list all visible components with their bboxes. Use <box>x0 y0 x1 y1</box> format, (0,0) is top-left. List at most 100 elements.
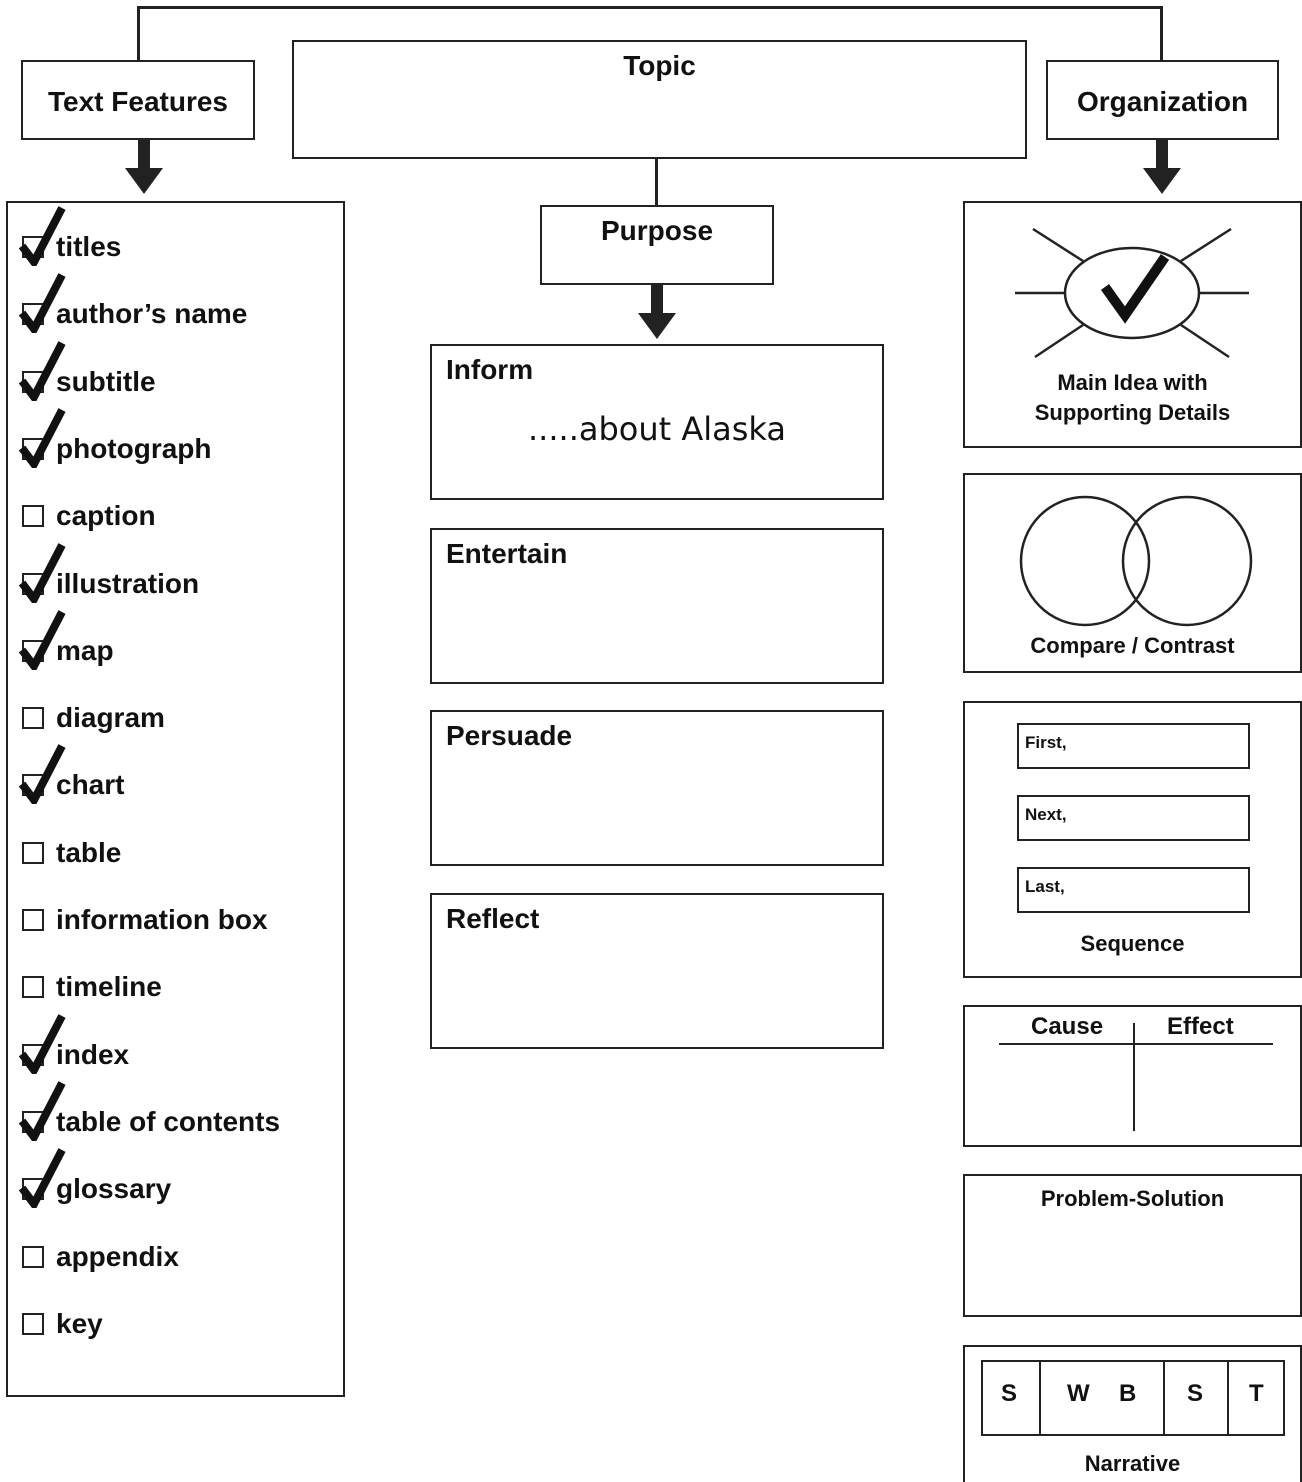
topic-label: Topic <box>623 50 696 81</box>
purpose-title: Purpose <box>600 215 714 246</box>
problem-solution-box: Problem-Solution <box>963 1174 1302 1317</box>
narrative-s2: S <box>1187 1380 1204 1407</box>
entertain-label: Entertain <box>446 538 568 569</box>
feature-item[interactable]: diagram <box>22 698 165 738</box>
checkmark-icon <box>18 1013 66 1074</box>
reflect-label: Reflect <box>446 903 540 934</box>
cause-effect-box: Cause Effect <box>963 1005 1302 1147</box>
checkbox-icon[interactable] <box>22 841 44 864</box>
feature-item[interactable]: table <box>22 833 121 873</box>
feature-item[interactable]: timeline <box>22 967 162 1007</box>
checked-checkbox-icon[interactable] <box>18 1081 66 1141</box>
purpose-arrow-icon <box>638 285 676 339</box>
purpose-reflect-box[interactable]: Reflect <box>430 893 884 1049</box>
checked-checkbox-icon[interactable] <box>18 408 66 468</box>
checkmark-icon <box>18 1148 66 1209</box>
purpose-inform-box[interactable]: Inform .....about Alaska <box>430 344 884 500</box>
problem-solution-label: Problem-Solution <box>1040 1186 1225 1211</box>
narrative-box: S W B S T Narrative <box>963 1345 1302 1482</box>
feature-item[interactable]: photograph <box>18 408 212 469</box>
feature-label: table of contents <box>56 1105 281 1137</box>
checkbox-icon[interactable] <box>22 976 44 999</box>
checked-checkbox-icon[interactable] <box>18 273 66 334</box>
checkmark-icon <box>18 206 66 266</box>
feature-label: timeline <box>56 971 162 1003</box>
feature-item[interactable]: key <box>22 1304 103 1344</box>
effect-label: Effect <box>1167 1013 1234 1040</box>
checkmark-icon <box>18 609 66 670</box>
connector-topic-purpose <box>655 158 658 206</box>
feature-label: chart <box>56 769 125 801</box>
feature-item[interactable]: index <box>18 1013 130 1075</box>
narrative-table: S W B S T <box>981 1360 1285 1436</box>
feature-label: key <box>56 1307 103 1339</box>
checked-checkbox-icon[interactable] <box>18 1148 66 1209</box>
feature-label: glossary <box>56 1173 172 1205</box>
purpose-persuade-box[interactable]: Persuade <box>430 710 884 866</box>
checkmark-icon <box>18 408 66 468</box>
checkbox-icon[interactable] <box>22 909 44 931</box>
sequence-box: First, Next, Last, Sequence <box>963 701 1302 978</box>
persuade-label: Persuade <box>446 720 573 751</box>
sequence-first-field[interactable]: First, <box>1017 723 1250 769</box>
narrative-label: Narrative <box>1084 1451 1181 1476</box>
main-idea-icon <box>1015 227 1249 359</box>
checked-checkbox-icon[interactable] <box>18 1013 66 1074</box>
checked-checkbox-icon[interactable] <box>18 609 66 670</box>
feature-label: illustration <box>56 567 200 599</box>
feature-label: information box <box>56 904 268 935</box>
venn-diagram-icon <box>1019 495 1253 627</box>
sequence-last-field[interactable]: Last, <box>1017 867 1250 913</box>
main-idea-label: Main Idea with Supporting Details <box>1034 370 1231 425</box>
checked-checkbox-icon[interactable] <box>18 340 66 401</box>
sequence-next-field[interactable]: Next, <box>1017 795 1250 841</box>
feature-label: titles <box>56 231 122 262</box>
narrative-b: B <box>1119 1380 1137 1407</box>
checkmark-icon <box>18 1081 66 1141</box>
checkbox-icon[interactable] <box>22 1312 44 1335</box>
text-features-title: Text Features <box>48 86 228 117</box>
checkbox-icon[interactable] <box>22 707 44 730</box>
text-features-header: Text Features <box>21 60 255 140</box>
feature-item[interactable]: chart <box>18 744 125 805</box>
feature-item[interactable]: table of contents <box>18 1081 281 1142</box>
feature-label: photograph <box>56 432 212 464</box>
feature-item[interactable]: subtitle <box>18 340 156 402</box>
checkmark-icon <box>18 542 66 603</box>
feature-item[interactable]: titles <box>18 206 122 267</box>
feature-item[interactable]: map <box>18 609 114 671</box>
checkmark-icon <box>18 340 66 401</box>
feature-label: appendix <box>56 1240 179 1272</box>
text-features-list: titles author’s name subtitle photograph cap… <box>6 201 345 1397</box>
checkbox-icon[interactable] <box>22 1245 44 1268</box>
checkmark-icon <box>18 273 66 334</box>
feature-item[interactable]: information box <box>22 900 268 940</box>
organization-title: Organization <box>1076 86 1249 117</box>
checkbox-icon[interactable] <box>22 505 44 528</box>
feature-item[interactable]: illustration <box>18 542 200 604</box>
feature-item[interactable]: author’s name <box>18 273 248 334</box>
organization-header: Organization <box>1046 60 1279 140</box>
feature-item[interactable]: glossary <box>18 1148 172 1209</box>
compare-contrast-box: Compare / Contrast <box>963 473 1302 673</box>
feature-label: caption <box>56 500 156 532</box>
cause-label: Cause <box>1031 1013 1104 1040</box>
connector-right-drop <box>1160 6 1163 60</box>
checkmark-icon <box>18 744 66 805</box>
purpose-entertain-box[interactable]: Entertain <box>430 528 884 684</box>
main-idea-box: Main Idea with Supporting Details <box>963 201 1302 448</box>
checked-checkbox-icon[interactable] <box>18 542 66 603</box>
topic-box[interactable]: Topic <box>292 40 1027 159</box>
feature-label: map <box>56 634 114 666</box>
feature-item[interactable]: caption <box>22 496 156 536</box>
feature-label: table <box>56 836 122 868</box>
t-chart-horizontal <box>999 1043 1273 1045</box>
feature-label: subtitle <box>56 365 156 397</box>
t-chart-vertical <box>1133 1023 1135 1131</box>
checked-checkbox-icon[interactable] <box>18 206 66 266</box>
checked-checkbox-icon[interactable] <box>18 744 66 805</box>
feature-label: index <box>56 1038 130 1070</box>
feature-label: author’s name <box>56 298 248 330</box>
feature-label: diagram <box>56 702 165 734</box>
feature-item[interactable]: appendix <box>22 1237 179 1277</box>
